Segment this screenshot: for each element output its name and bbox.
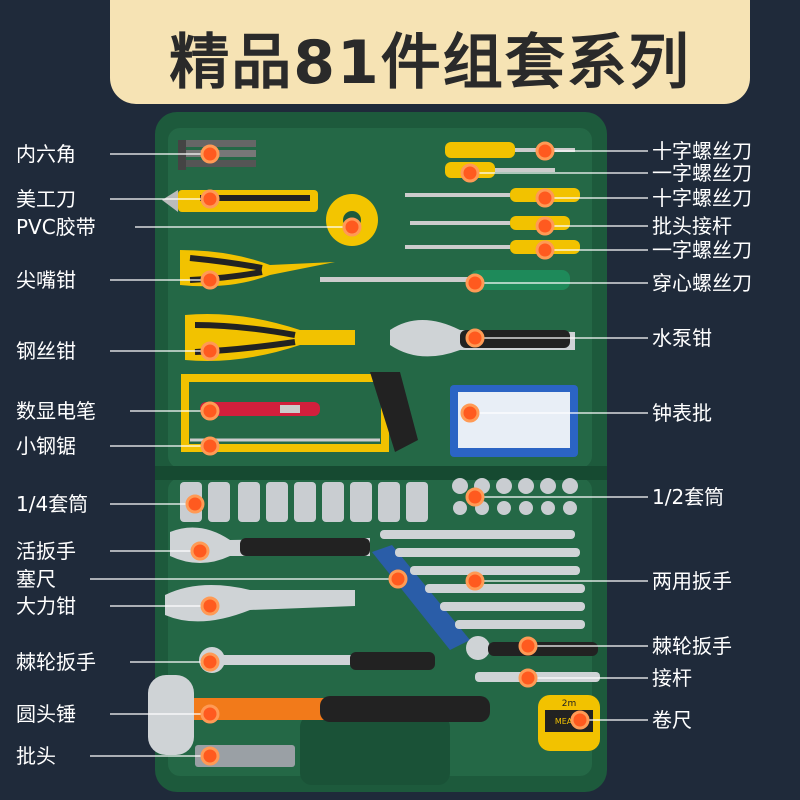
half-inch-sockets-icon (452, 478, 578, 515)
leader-lines (90, 150, 648, 757)
utility-knife-icon (162, 190, 318, 212)
screwdriver-bits-icon (195, 745, 295, 767)
label-ratchet-handle: 棘轮扳手 (652, 634, 732, 658)
tape-measure-icon: 2m MEASU (538, 695, 600, 751)
hacksaw-icon (181, 372, 418, 452)
label-phillips-screwdriver-2: 十字螺丝刀 (652, 186, 752, 210)
precision-screwdriver-set-icon (450, 385, 578, 457)
label-locking-pliers: 大力钳 (16, 594, 76, 618)
combination-wrenches-icon (380, 530, 585, 629)
label-through-screwdriver: 穿心螺丝刀 (652, 271, 752, 295)
highlight-dots (185, 141, 590, 766)
label-voltage-pen: 数显电笔 (16, 399, 96, 423)
page-title: 精品81件组套系列 (169, 28, 691, 98)
label-extension-bar: 接杆 (652, 666, 692, 690)
label-combination-pliers: 钢丝钳 (16, 339, 76, 363)
title-banner: 精品81件组套系列 (110, 0, 750, 104)
label-flat-screwdriver-1: 一字螺丝刀 (652, 161, 752, 185)
label-ratchet-wrench: 棘轮扳手 (16, 650, 96, 674)
label-combination-wrenches: 两用扳手 (652, 569, 732, 593)
label-tape-measure: 卷尺 (652, 708, 692, 732)
label-water-pump-pliers: 水泵钳 (652, 326, 712, 350)
label-hacksaw: 小钢锯 (16, 434, 76, 458)
label-needle-nose-pliers: 尖嘴钳 (16, 268, 76, 292)
case-hinge (155, 466, 607, 480)
label-quarter-sockets: 1/4套筒 (16, 492, 89, 516)
case-upper-tray (168, 128, 592, 468)
label-bit-extension: 批头接杆 (652, 214, 732, 238)
label-feeler-gauge: 塞尺 (16, 567, 56, 591)
tape-brand-label: MEASU (555, 717, 584, 726)
label-hex-key: 内六角 (16, 142, 76, 166)
label-pvc-tape: PVC胶带 (16, 215, 96, 239)
voltage-tester-pen-icon (200, 402, 320, 416)
case-handle (300, 715, 450, 785)
label-bits: 批头 (16, 744, 56, 768)
label-adjustable-wrench: 活扳手 (16, 539, 76, 563)
label-precision-set: 钟表批 (652, 401, 712, 425)
extension-bar-icon (475, 672, 600, 682)
through-screwdriver-icon (320, 270, 570, 290)
tape-size-label: 2m (562, 699, 577, 709)
label-half-sockets: 1/2套筒 (652, 485, 725, 509)
label-flat-screwdriver-2: 一字螺丝刀 (652, 238, 752, 262)
quarter-inch-sockets-icon (180, 482, 428, 522)
label-phillips-screwdriver-1: 十字螺丝刀 (652, 139, 752, 163)
label-hammer: 圆头锤 (16, 702, 76, 726)
adjustable-wrench-icon (170, 527, 370, 563)
label-utility-knife: 美工刀 (16, 187, 76, 211)
